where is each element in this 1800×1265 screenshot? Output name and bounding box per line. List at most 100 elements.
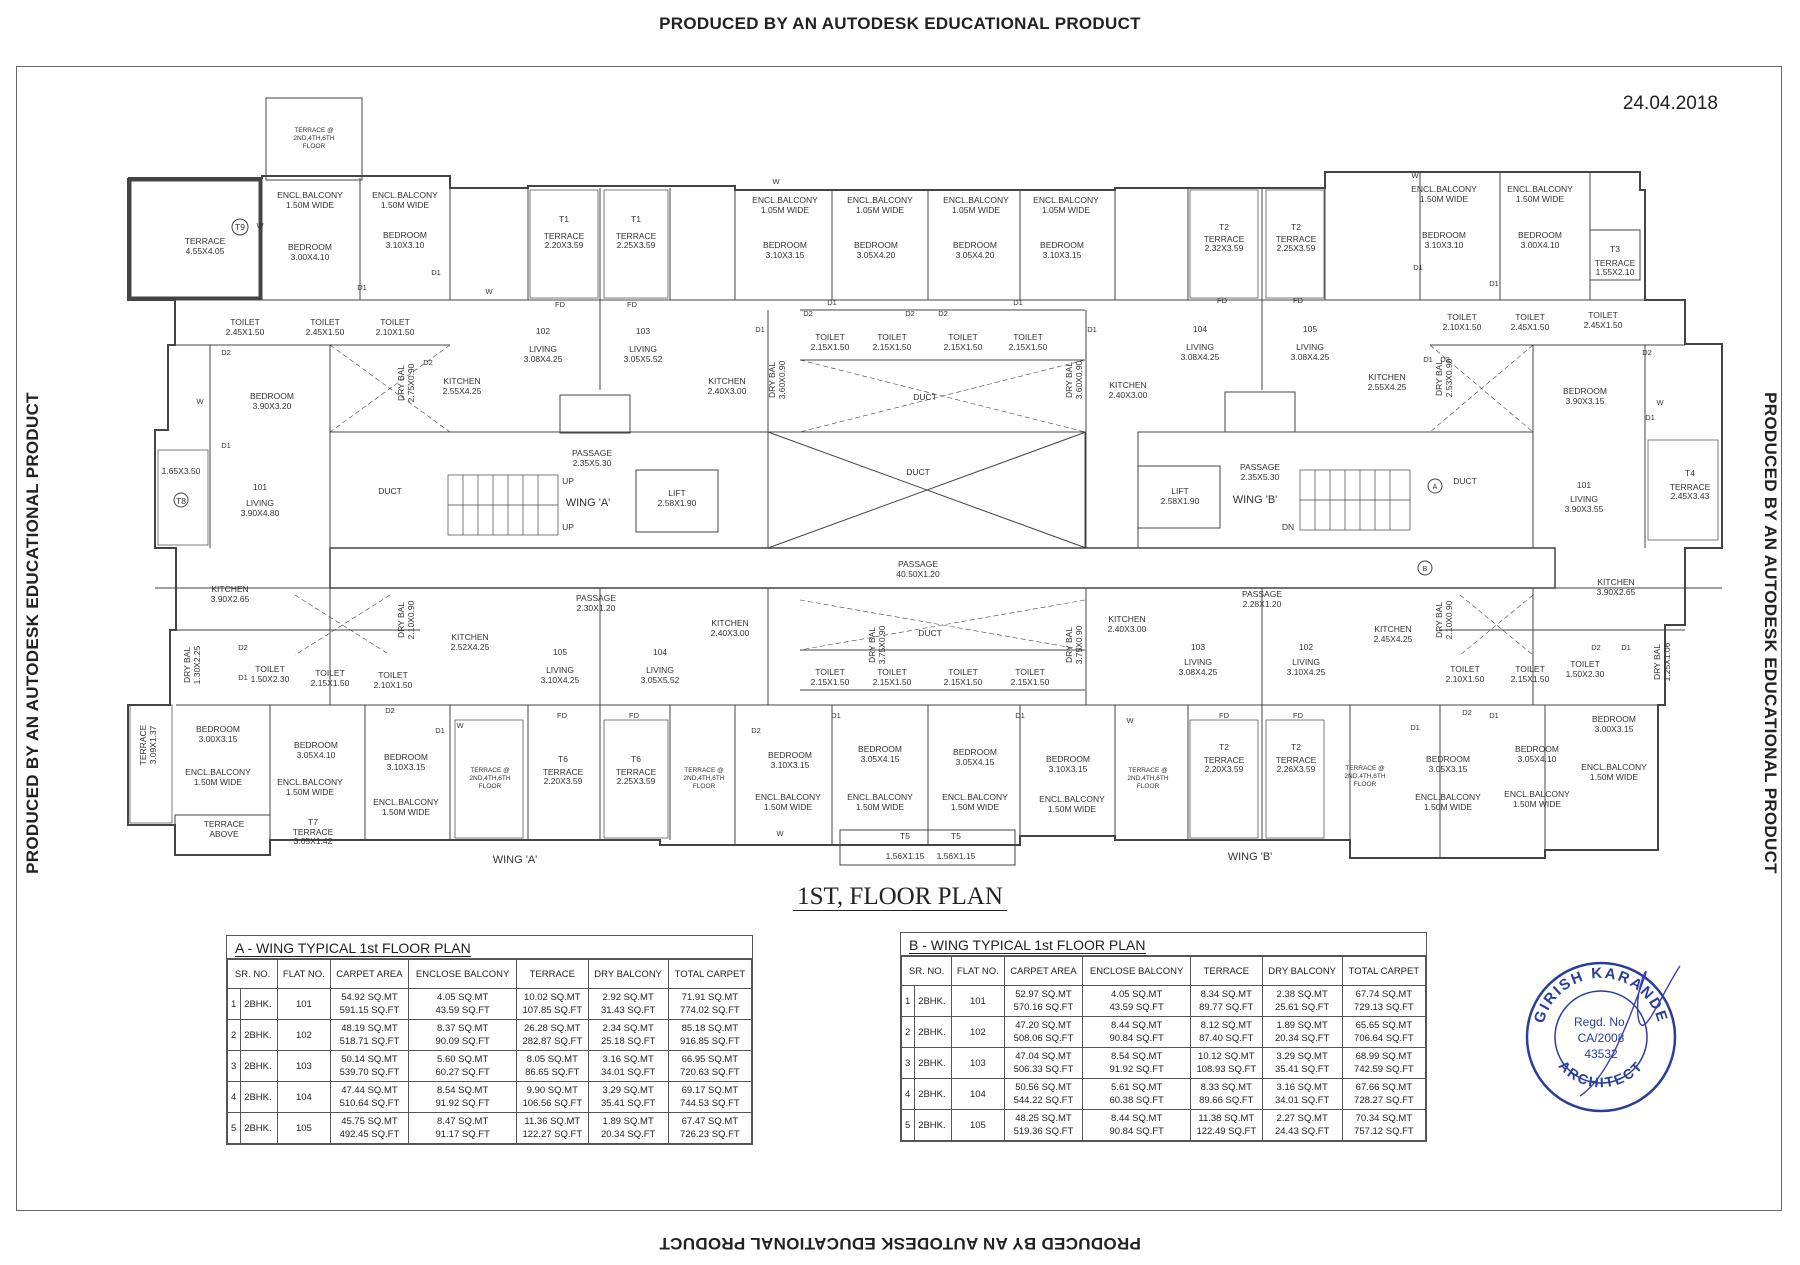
plan-label: 2.10X1.50 [1446,674,1485,684]
plan-label: 2.28X1.20 [1243,599,1282,609]
plan-label: 3.00X4.10 [291,252,330,262]
plan-label: BEDROOM [383,230,427,240]
table-cell-flat: 105 [277,1112,331,1144]
table-cell-value: 728.27 SQ.FT [1354,1095,1414,1106]
table-cell-value: 50.14 SQ.MT [341,1054,398,1065]
table-cell-value: 8.54 SQ.MT [437,1085,489,1096]
plan-label: D1 [827,298,837,307]
plan-label: 1.50X2.30 [251,674,290,684]
table-header: DRY BALCONY [587,959,669,989]
table-cell-sr: 5 [226,1112,242,1144]
table-cell-value: 91.92 SQ.FT [435,1098,490,1109]
plan-label: W [196,397,204,406]
plan-label: TOILET [877,332,907,342]
plan-label: 102 [1299,642,1313,652]
plan-label: TOILET [1447,312,1477,322]
table-cell-value: 757.12 SQ.FT [1354,1126,1414,1137]
plan-label: ENCL.BALCONY [277,777,343,787]
plan-label: KITCHEN [451,632,488,642]
stamp-line2: CA/2008 [1578,1031,1625,1045]
table-cell-value: 8.12 SQ.MT [1200,1020,1252,1031]
table-cell-value: 89.66 SQ.FT [1199,1095,1254,1106]
table-cell-value: 24.43 SQ.FT [1274,1126,1330,1137]
table-cell-value: 20.34 SQ.FT [600,1129,656,1140]
plan-label: D1 [1410,723,1420,732]
plan-label: 3.10X3.15 [1043,250,1082,260]
table-cell-value: 720.63 SQ.FT [680,1067,740,1078]
plan-label: DRY BAL [1064,627,1074,663]
watermark-top: PRODUCED BY AN AUTODESK EDUCATIONAL PROD… [659,14,1141,33]
table-header: ENCLOSE BALCONY [1082,956,1192,986]
circle-marker-a [1427,478,1443,494]
plan-label: ENCL.BALCONY [943,195,1009,205]
table-cell-balcony: 8.54 SQ.MT 91.92 SQ.FT [408,1081,518,1113]
plan-label: 2.45X1.50 [306,327,345,337]
table-cell-type: 2BHK. [914,1016,953,1048]
terrace-hatches [129,189,1719,839]
plan-label: UP [562,522,574,532]
stairs-a [447,474,559,536]
label-t9: T9 [235,222,245,232]
plan-label: 3.05X5.52 [641,675,680,685]
table-cell-value: 43.59 SQ.FT [1109,1002,1164,1013]
table-cell-value: 510.64 SQ.FT [339,1098,400,1109]
table-cell-value: 87.40 SQ.FT [1199,1033,1254,1044]
room-walls-top [175,172,1685,548]
table-cell-value: 67.74 SQ.MT [1355,989,1413,1000]
plan-label: TOILET [378,670,408,680]
table-cell-value: 8.44 SQ.MT [1111,1113,1163,1124]
table-cell-value: 25.18 SQ.FT [600,1036,656,1047]
table-header: FLAT NO. [277,959,331,989]
table-cell-sr: 1 [226,988,242,1020]
plan-label: 3.75X0.90 [1074,625,1084,664]
plan-label: 2.40X3.00 [1109,390,1148,400]
plan-label: 103 [636,326,650,336]
plan-label: T5 [951,831,961,841]
table-cell-value: 89.77 SQ.FT [1199,1002,1254,1013]
plan-label: TERRACE @ [1128,767,1168,774]
table-cell-value: 742.59 SQ.FT [1354,1064,1414,1075]
plan-label: T6 [558,754,568,764]
plan-label: 2.45X1.50 [1511,322,1550,332]
plan-label: T7 [308,817,318,827]
plan-label: D1 [755,325,765,334]
table-cell-value: 2.38 SQ.MT [1276,989,1328,1000]
terrace-top-left [265,97,363,181]
plan-label: DUCT [918,628,942,638]
plan-label: LIFT [1171,486,1188,496]
plan-label: 3.75X0.90 [877,625,887,664]
plan-label: BEDROOM [1592,714,1636,724]
table-cell-sr: 2 [900,1016,916,1048]
plan-label: 1.05M WIDE [952,205,1001,215]
plan-label: 1.50M WIDE [1513,799,1562,809]
plan-label: W [1656,398,1664,407]
plan-label: ENCL.BALCONY [277,190,343,200]
table-cell-value: 20.34 SQ.FT [1274,1033,1330,1044]
plan-label: D2 [1591,643,1601,652]
stamp-line3: 43532 [1584,1047,1618,1061]
plan-label: TOILET [1013,332,1043,342]
table-cell-sr: 5 [900,1109,916,1141]
table-cell-type: 2BHK. [914,1047,953,1079]
table-cell-value: 916.85 SQ.FT [680,1036,740,1047]
plan-label: ENCL.BALCONY [185,767,251,777]
plan-label: 104 [653,647,667,657]
table-cell-flat: 101 [277,988,331,1020]
plan-label: 1.05M WIDE [761,205,810,215]
plan-title: 1ST, FLOOR PLAN [0,883,1800,911]
plan-label: TERRACE [616,231,657,241]
plan-label: 1.50M WIDE [951,802,1000,812]
plan-label: 3.10X3.15 [766,250,805,260]
table-cell-value: 91.92 SQ.FT [1109,1064,1164,1075]
plan-label: WING 'A' [566,497,611,509]
plan-label: TERRACE @ [294,127,334,134]
